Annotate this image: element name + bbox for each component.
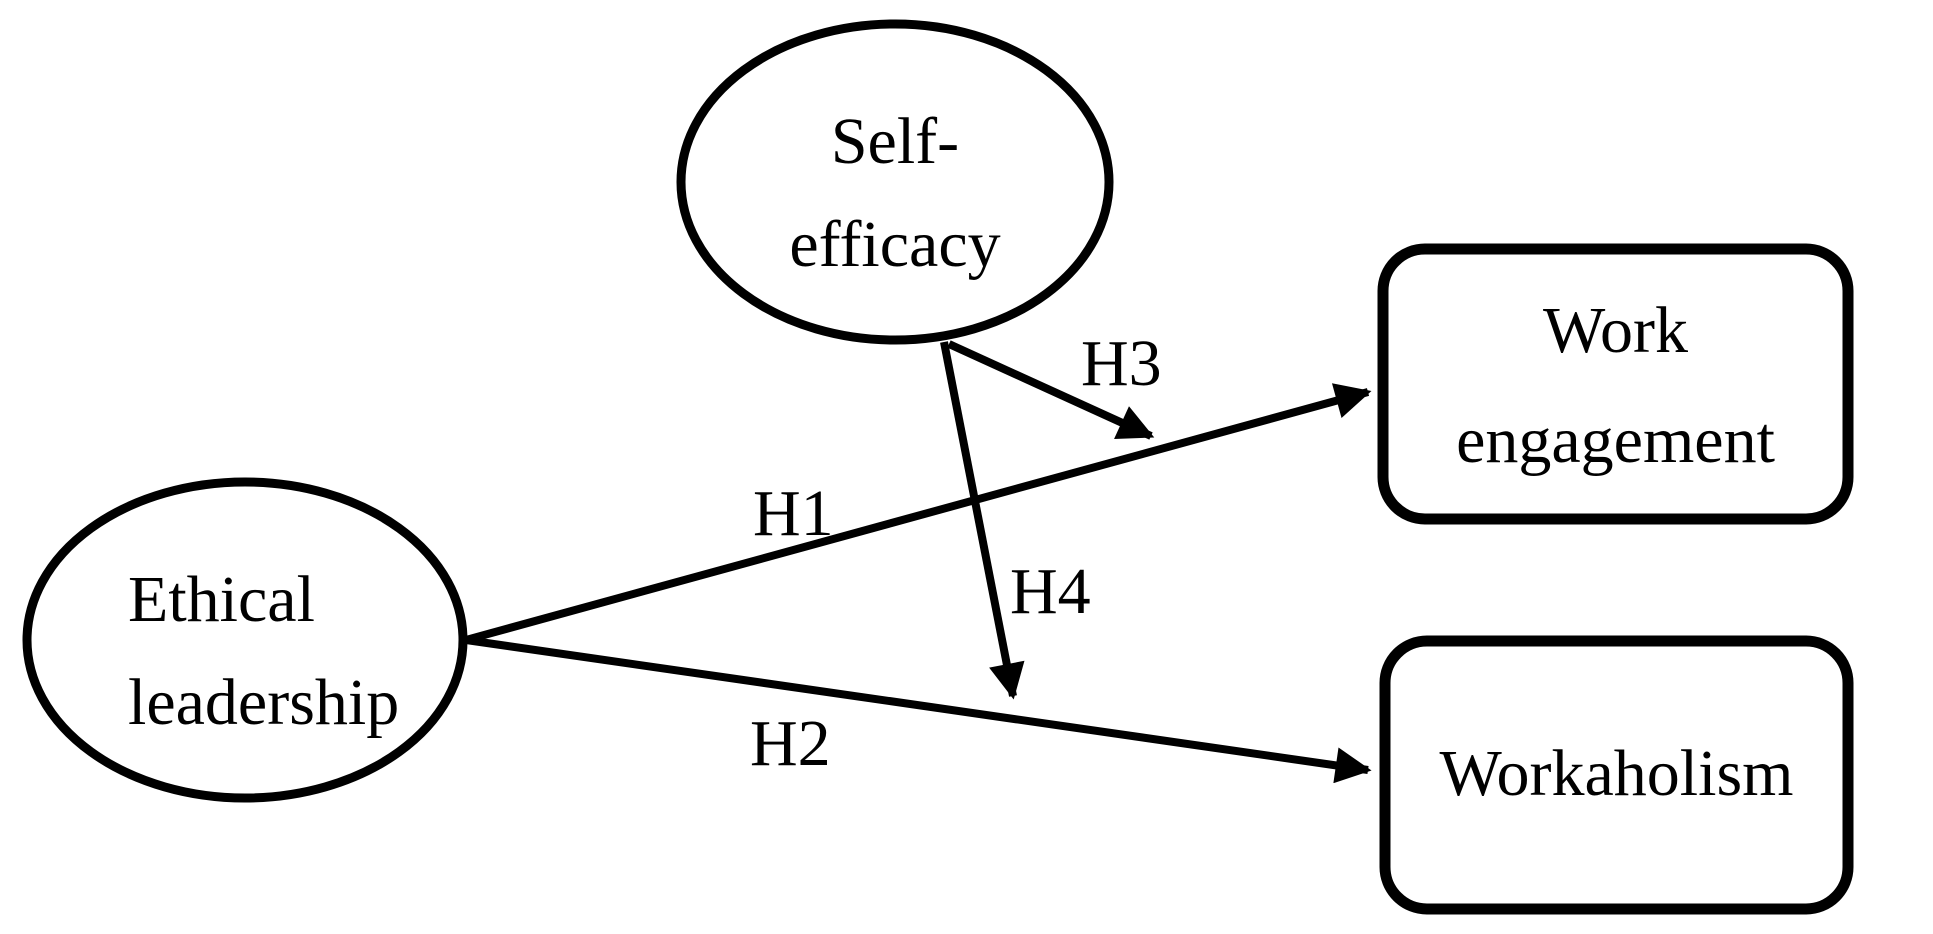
self-efficacy-ellipse [676,19,1114,345]
h4-arrow [940,341,1025,700]
workaholism-box [1379,635,1854,915]
h2-label: H2 [750,707,831,780]
h1-arrow [464,383,1372,644]
self-efficacy-label: Self- efficacy [789,105,1001,281]
work-engagement-box [1377,243,1854,525]
h2-arrow [465,636,1372,784]
workaholism-label: Workaholism [1439,737,1794,810]
h1-label: H1 [753,477,834,550]
ethical-leadership-label: Ethical leadership [128,563,400,739]
h3-label: H3 [1081,327,1162,400]
ethical-leadership-ellipse [22,477,468,803]
h3-arrow [947,340,1155,440]
work-engagement-label: Work engagement [1456,294,1775,477]
h4-label: H4 [1010,555,1091,628]
